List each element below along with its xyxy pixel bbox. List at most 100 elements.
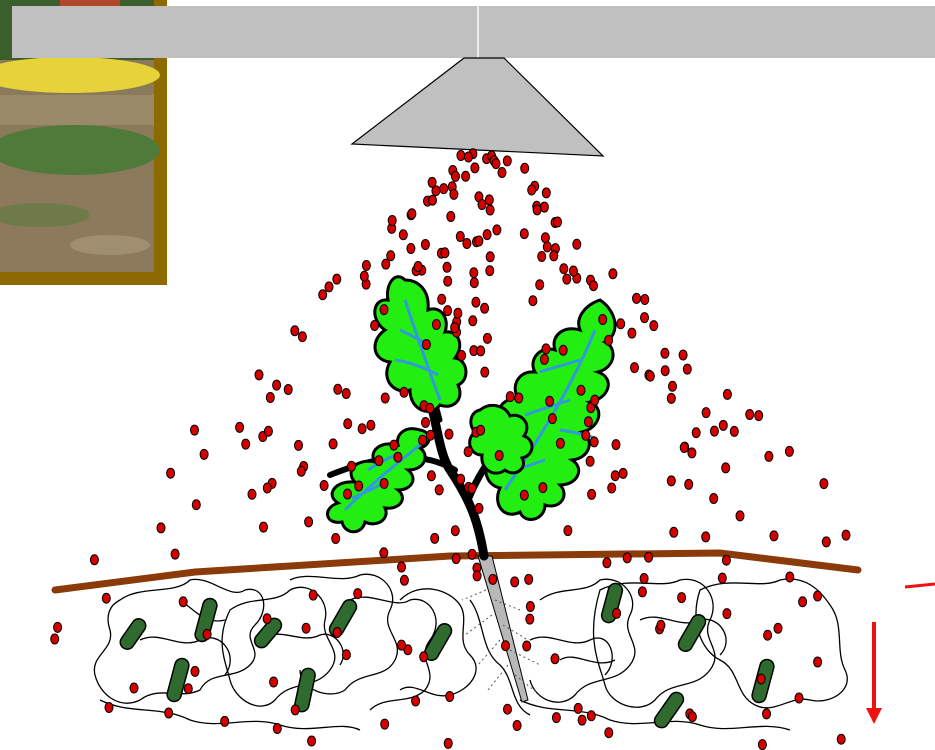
droplet [657, 620, 665, 630]
droplet [757, 674, 765, 684]
droplet [683, 364, 691, 374]
droplet [525, 574, 533, 584]
droplet [390, 440, 398, 450]
droplet [736, 511, 744, 521]
droplet [380, 548, 388, 558]
droplet [515, 393, 523, 403]
droplet [612, 440, 620, 450]
droplet [563, 274, 571, 284]
droplet [552, 713, 560, 723]
droplet [814, 657, 822, 667]
droplet [472, 297, 480, 307]
droplet [492, 159, 500, 169]
microbe [676, 612, 708, 654]
droplet [263, 483, 271, 493]
droplet [483, 333, 491, 343]
droplet [305, 517, 313, 527]
droplet [623, 553, 631, 563]
droplet [422, 340, 430, 350]
droplet [407, 244, 415, 254]
droplet [435, 485, 443, 495]
droplet [529, 296, 537, 306]
droplet [550, 251, 558, 261]
droplet [774, 623, 782, 633]
droplet [468, 549, 476, 559]
droplet [559, 345, 567, 355]
droplet [432, 320, 440, 330]
droplet [719, 420, 727, 430]
droplet [263, 614, 271, 624]
droplet [526, 602, 534, 612]
droplet [795, 693, 803, 703]
droplet [332, 534, 340, 544]
droplet [799, 597, 807, 607]
droplet [605, 728, 613, 738]
droplet [539, 483, 547, 493]
droplet [678, 593, 686, 603]
droplet [764, 630, 772, 640]
droplet [722, 555, 730, 565]
droplet [165, 708, 173, 718]
droplet [456, 232, 464, 242]
droplet [551, 654, 559, 664]
droplet [477, 346, 485, 356]
droplet [755, 411, 763, 421]
droplet [441, 248, 449, 258]
droplet [513, 721, 521, 731]
droplet [470, 268, 478, 278]
droplet [358, 424, 366, 434]
droplet [506, 392, 514, 402]
droplet [334, 384, 342, 394]
droplet [661, 348, 669, 358]
droplet [520, 229, 528, 239]
droplet [609, 269, 617, 279]
droplet [723, 389, 731, 399]
droplet [483, 230, 491, 240]
droplet [388, 216, 396, 226]
droplet [521, 163, 529, 173]
droplet [473, 571, 481, 581]
droplet [192, 500, 200, 510]
droplet [319, 290, 327, 300]
droplet [560, 264, 568, 274]
droplet [586, 456, 594, 466]
droplet [355, 481, 363, 491]
droplet [770, 531, 778, 541]
droplet [446, 692, 454, 702]
droplet [221, 716, 229, 726]
droplet [381, 719, 389, 729]
droplet [382, 259, 390, 269]
droplet [641, 295, 649, 305]
soil-aggregates [94, 574, 847, 730]
droplet [462, 171, 470, 181]
droplet [582, 430, 590, 440]
droplet [236, 422, 244, 432]
droplet [342, 650, 350, 660]
droplet [297, 466, 305, 476]
droplet [452, 554, 460, 564]
droplet [502, 641, 510, 651]
droplet [400, 575, 408, 585]
droplet [702, 408, 710, 418]
droplet [381, 393, 389, 403]
droplet [556, 438, 564, 448]
droplet [489, 574, 497, 584]
droplet [765, 451, 773, 461]
droplet [255, 370, 263, 380]
droplet [447, 212, 455, 222]
droplet [325, 282, 333, 292]
droplet [398, 562, 406, 572]
microbe [652, 690, 686, 731]
droplet [650, 321, 658, 331]
droplet [718, 573, 726, 583]
droplet [587, 711, 595, 721]
droplet [574, 703, 582, 713]
droplet [617, 319, 625, 329]
droplet [375, 456, 383, 466]
droplet [646, 371, 654, 381]
droplet [191, 425, 199, 435]
droplet [360, 271, 368, 281]
droplet [468, 483, 476, 493]
droplet [541, 233, 549, 243]
